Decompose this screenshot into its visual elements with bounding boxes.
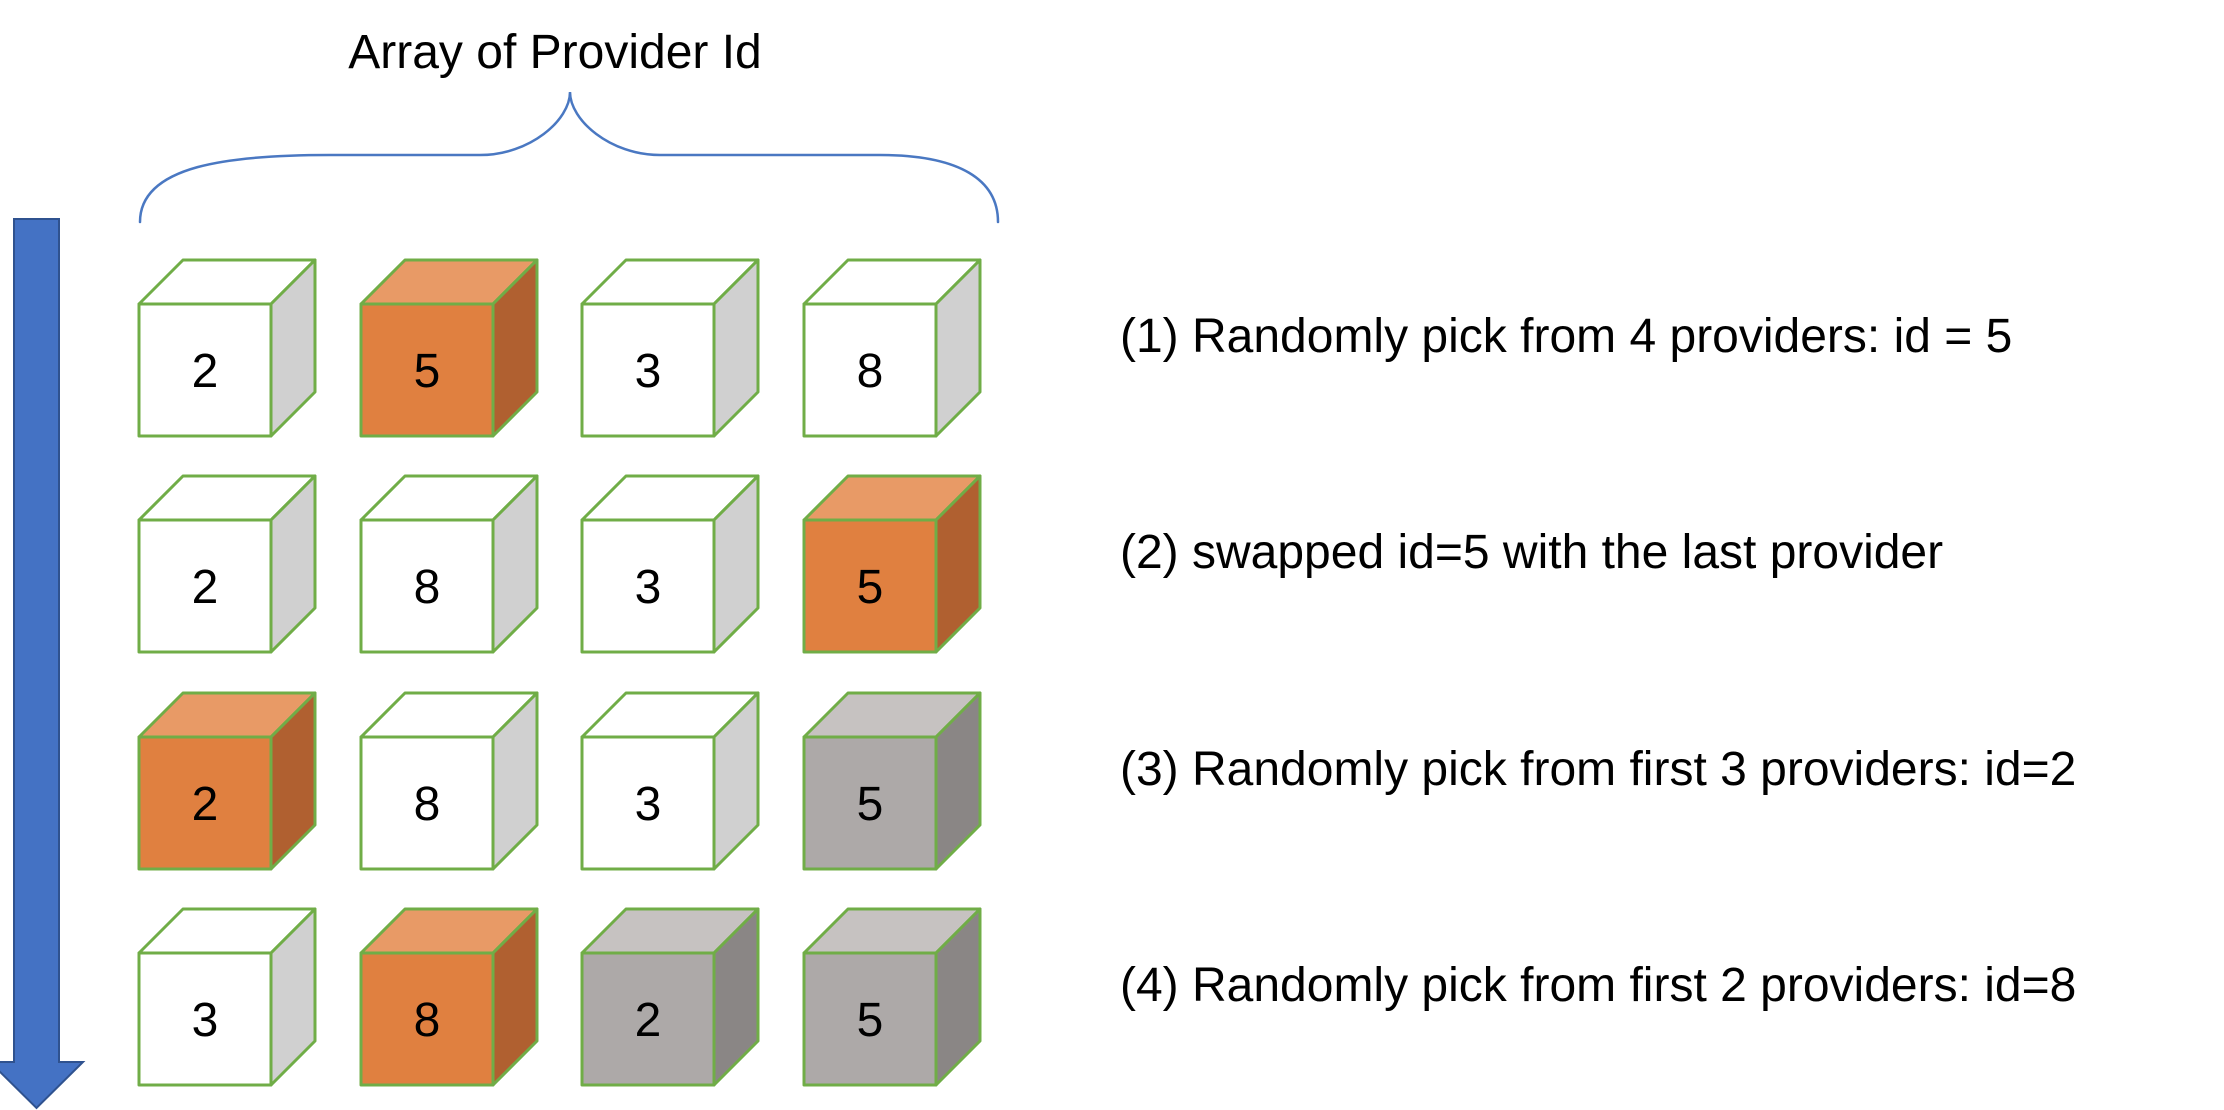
cube-value-label: 5: [857, 561, 884, 614]
cube-value-label: 3: [192, 994, 219, 1047]
cube-front-face: [137, 735, 273, 871]
cube-front-face: [580, 735, 716, 871]
provider-cube-white: 2: [137, 474, 317, 654]
cube-front-face: [137, 302, 273, 438]
step-list: (1) Randomly pick from 4 providers: id =…: [1120, 310, 2076, 1012]
cube-front-face: [580, 951, 716, 1087]
cube-front-face: [802, 518, 938, 654]
provider-cube-orange: 5: [802, 474, 982, 654]
diagram-title: Array of Provider Id: [348, 26, 761, 79]
cube-front-face: [137, 951, 273, 1087]
cube-value-label: 5: [857, 778, 884, 831]
provider-cube-white: 3: [137, 907, 317, 1087]
cube-value-label: 8: [414, 994, 441, 1047]
cube-grid: 2 5 3 8 2 8 3 5 2 8 3 5 3 8 2 5: [137, 258, 982, 1087]
cube-front-face: [802, 302, 938, 438]
provider-cube-white: 3: [580, 258, 760, 438]
cube-value-label: 2: [192, 561, 219, 614]
cube-value-label: 8: [857, 345, 884, 398]
cube-front-face: [359, 951, 495, 1087]
cube-front-face: [359, 518, 495, 654]
provider-cube-orange: 2: [137, 691, 317, 871]
provider-cube-white: 3: [580, 691, 760, 871]
step-description-1: (1) Randomly pick from 4 providers: id =…: [1120, 310, 2012, 363]
curly-brace-icon: [138, 91, 1000, 224]
provider-cube-white: 8: [359, 474, 539, 654]
provider-cube-white: 8: [359, 691, 539, 871]
cube-front-face: [580, 302, 716, 438]
cube-front-face: [359, 302, 495, 438]
cube-front-face: [137, 518, 273, 654]
cube-value-label: 2: [192, 778, 219, 831]
cube-value-label: 5: [414, 345, 441, 398]
cube-value-label: 3: [635, 561, 662, 614]
cube-front-face: [580, 518, 716, 654]
cube-value-label: 2: [635, 994, 662, 1047]
cube-value-label: 3: [635, 778, 662, 831]
cube-front-face: [802, 951, 938, 1087]
step-description-4: (4) Randomly pick from first 2 providers…: [1120, 959, 2076, 1012]
provider-cube-gray: 5: [802, 907, 982, 1087]
cube-value-label: 8: [414, 561, 441, 614]
arrow-down-icon: [0, 218, 86, 1110]
cube-front-face: [802, 735, 938, 871]
provider-cube-white: 2: [137, 258, 317, 438]
provider-cube-orange: 5: [359, 258, 539, 438]
provider-cube-orange: 8: [359, 907, 539, 1087]
cube-value-label: 5: [857, 994, 884, 1047]
provider-cube-gray: 2: [580, 907, 760, 1087]
provider-cube-gray: 5: [802, 691, 982, 871]
cube-value-label: 8: [414, 778, 441, 831]
cube-value-label: 2: [192, 345, 219, 398]
provider-cube-white: 3: [580, 474, 760, 654]
cube-front-face: [359, 735, 495, 871]
step-description-2: (2) swapped id=5 with the last provider: [1120, 526, 1943, 579]
cube-value-label: 3: [635, 345, 662, 398]
step-description-3: (3) Randomly pick from first 3 providers…: [1120, 743, 2076, 796]
provider-cube-white: 8: [802, 258, 982, 438]
